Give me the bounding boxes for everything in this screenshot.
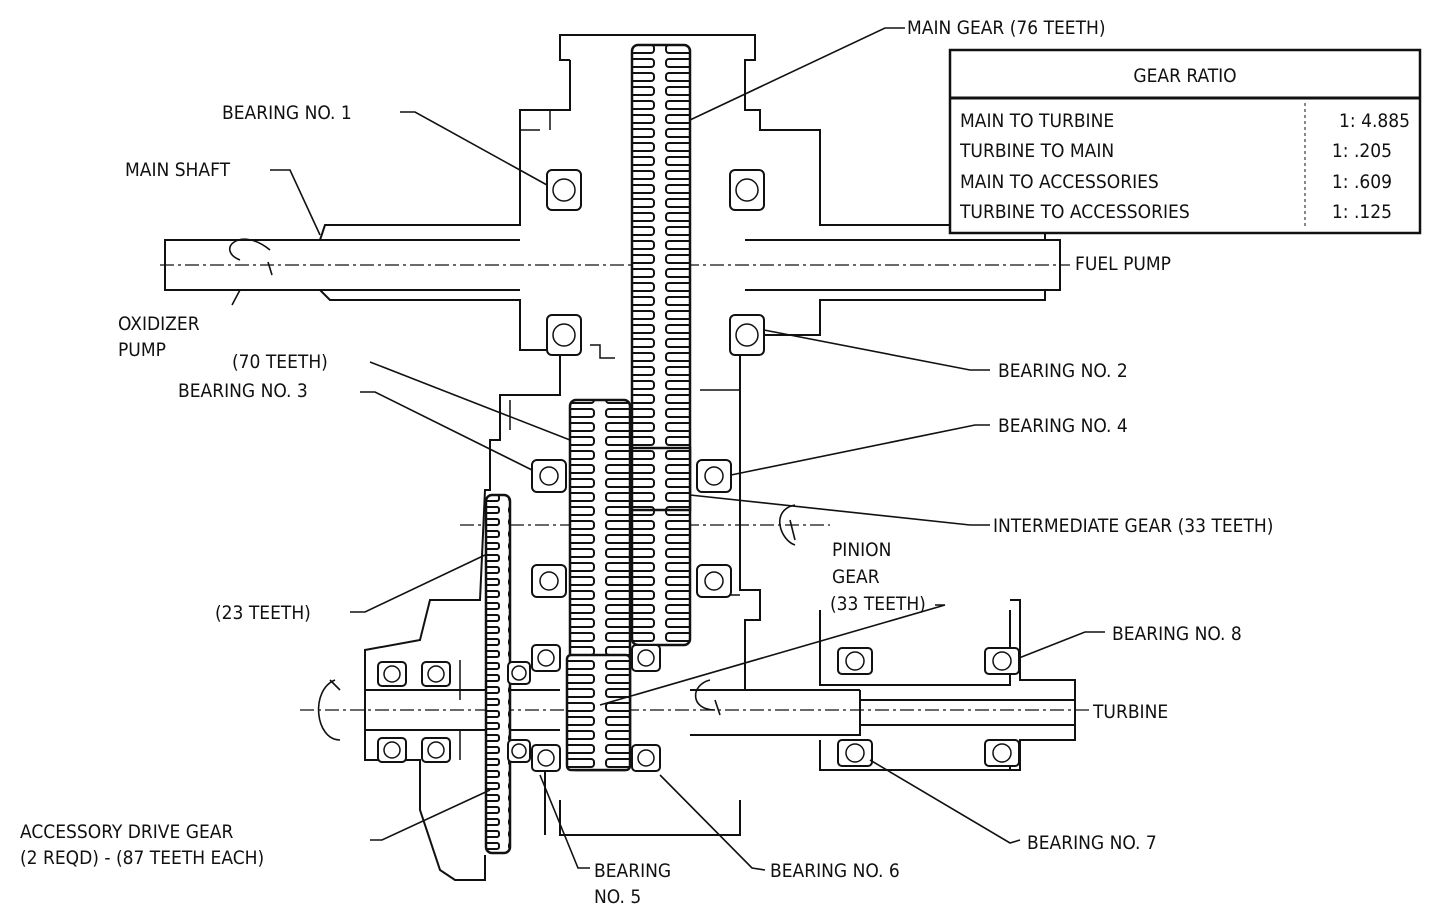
table-row-ratio: 1: 4.885 xyxy=(1339,110,1410,132)
label-bearing-1: BEARING NO. 1 xyxy=(222,102,352,124)
label-70-teeth: (70 TEETH) xyxy=(232,351,328,373)
leader-lines xyxy=(231,27,1105,871)
bearing-3-lower xyxy=(531,564,567,598)
label-main-gear: MAIN GEAR (76 TEETH) xyxy=(907,17,1106,39)
label-bearing-8: BEARING NO. 8 xyxy=(1112,623,1242,645)
label-pinion-gear-1: PINION xyxy=(832,539,891,561)
label-pinion-gear-2: GEAR xyxy=(832,566,880,588)
label-bearing-4: BEARING NO. 4 xyxy=(998,415,1128,437)
accessory-shaft xyxy=(365,689,560,731)
table-row-ratio: 1: .609 xyxy=(1332,171,1392,193)
table-row-name: MAIN TO TURBINE xyxy=(960,110,1114,132)
housing-outline-left xyxy=(164,60,571,881)
table-row-name: TURBINE TO MAIN xyxy=(959,140,1114,162)
label-main-shaft: MAIN SHAFT xyxy=(125,159,231,181)
bearing-2 xyxy=(729,314,765,356)
bearing-acc-5 xyxy=(507,661,531,685)
label-bearing-5-2: NO. 5 xyxy=(594,886,641,908)
bearing-6 xyxy=(631,744,661,772)
label-bearing-5-1: BEARING xyxy=(594,860,671,882)
bearing-3 xyxy=(531,459,567,493)
label-23-teeth: (23 TEETH) xyxy=(215,602,311,624)
label-oxidizer-pump-1: OXIDIZER xyxy=(118,313,200,335)
bearing-8 xyxy=(984,647,1020,675)
label-bearing-3: BEARING NO. 3 xyxy=(178,380,308,402)
label-accessory-gear-1: ACCESSORY DRIVE GEAR xyxy=(20,821,233,843)
bearing-acc-3 xyxy=(377,737,407,763)
main-shaft xyxy=(165,239,1045,291)
bearing-7-right xyxy=(984,739,1020,767)
gear-ratio-table: GEAR RATIO MAIN TO TURBINE 1: 4.885 TURB… xyxy=(948,48,1422,235)
bearing-7 xyxy=(837,739,873,767)
housing-lower xyxy=(544,599,1076,836)
table-row-name: TURBINE TO ACCESSORIES xyxy=(959,201,1190,223)
rotation-arrow-main-icon xyxy=(229,238,273,276)
rotation-arrow-intermediate-icon xyxy=(778,504,796,546)
label-pinion-gear-3: (33 TEETH) xyxy=(830,593,926,615)
label-fuel-pump: FUEL PUMP xyxy=(1075,253,1171,275)
table-row-name: MAIN TO ACCESSORIES xyxy=(960,171,1159,193)
turbine-shaft xyxy=(690,689,1075,736)
bearing-acc-1 xyxy=(377,661,407,687)
accessory-drive-gear xyxy=(484,493,512,855)
intermediate-gear-33 xyxy=(630,446,692,512)
bearing-5-upper xyxy=(531,644,561,672)
bearing-acc-2 xyxy=(421,661,451,687)
bearing-6-upper xyxy=(631,644,661,672)
table-row-ratio: 1: .125 xyxy=(1332,201,1392,223)
housing-detail xyxy=(459,109,740,760)
bearing-1-upper xyxy=(546,169,582,211)
label-intermediate-gear: INTERMEDIATE GEAR (33 TEETH) xyxy=(993,515,1273,537)
rotation-arrow-turbine-icon xyxy=(694,679,721,716)
table-row-ratio: 1: .205 xyxy=(1332,140,1392,162)
rotation-arrow-accessory-icon xyxy=(317,679,341,741)
bearing-4 xyxy=(696,459,732,493)
table-title: GEAR RATIO xyxy=(1133,65,1236,87)
label-accessory-gear-2: (2 REQD) - (87 TEETH EACH) xyxy=(20,847,264,869)
pinion-gear xyxy=(565,653,632,772)
label-bearing-6: BEARING NO. 6 xyxy=(770,860,900,882)
bearing-acc-4 xyxy=(421,737,451,763)
bearing-8-left xyxy=(837,647,873,675)
label-oxidizer-pump-2: PUMP xyxy=(118,339,166,361)
bearing-1-right xyxy=(729,169,765,211)
bearing-acc-6 xyxy=(507,739,531,763)
bearing-lower-left xyxy=(546,314,582,356)
bearing-5 xyxy=(531,744,561,772)
label-turbine: TURBINE xyxy=(1092,701,1168,723)
main-gear xyxy=(630,43,692,647)
label-bearing-7: BEARING NO. 7 xyxy=(1027,832,1157,854)
label-bearing-2: BEARING NO. 2 xyxy=(998,360,1128,382)
bearing-4-lower xyxy=(696,564,732,598)
